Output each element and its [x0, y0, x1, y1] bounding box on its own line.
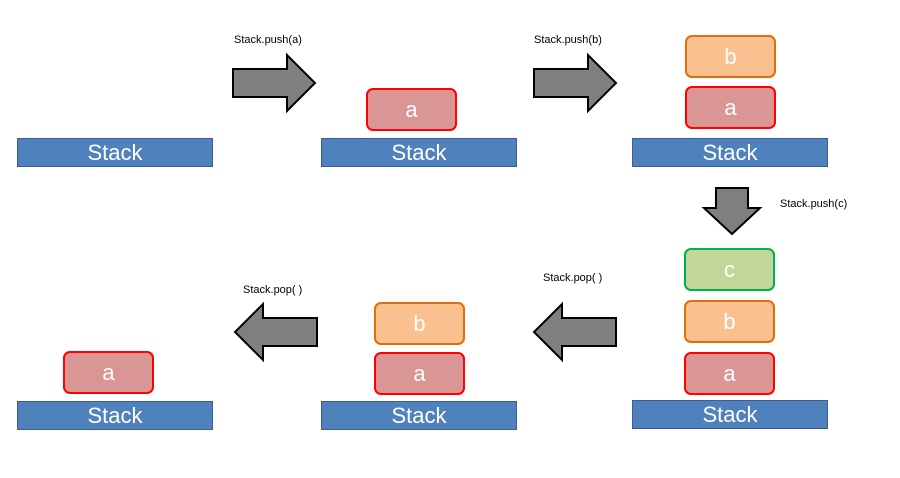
- stack-base: Stack: [632, 400, 828, 429]
- right-arrow-icon: [533, 52, 618, 114]
- stack-item-b: b: [374, 302, 465, 345]
- stack-base: Stack: [632, 138, 828, 167]
- left-arrow-icon: [233, 301, 318, 363]
- stack-item-a: a: [684, 352, 775, 395]
- stack-item-a: a: [374, 352, 465, 395]
- stack-base: Stack: [17, 401, 213, 430]
- stack-item-b: b: [684, 300, 775, 343]
- left-arrow-icon: [532, 301, 617, 363]
- op-label-push-a: Stack.push(a): [234, 34, 302, 46]
- stack-item-a: a: [685, 86, 776, 129]
- op-label-pop-1: Stack.pop( ): [543, 272, 603, 284]
- stack-item-a: a: [366, 88, 457, 131]
- op-label-push-b: Stack.push(b): [534, 34, 602, 46]
- right-arrow-icon: [232, 52, 317, 114]
- stack-base: Stack: [321, 401, 517, 430]
- stack-base-empty: Stack: [17, 138, 213, 167]
- op-label-pop-2: Stack.pop( ): [243, 284, 303, 296]
- stack-item-c: c: [684, 248, 775, 291]
- op-label-push-c: Stack.push(c): [780, 198, 848, 210]
- stack-item-b: b: [685, 35, 776, 78]
- down-arrow-icon: [701, 187, 763, 236]
- stack-base: Stack: [321, 138, 517, 167]
- stack-item-a: a: [63, 351, 154, 394]
